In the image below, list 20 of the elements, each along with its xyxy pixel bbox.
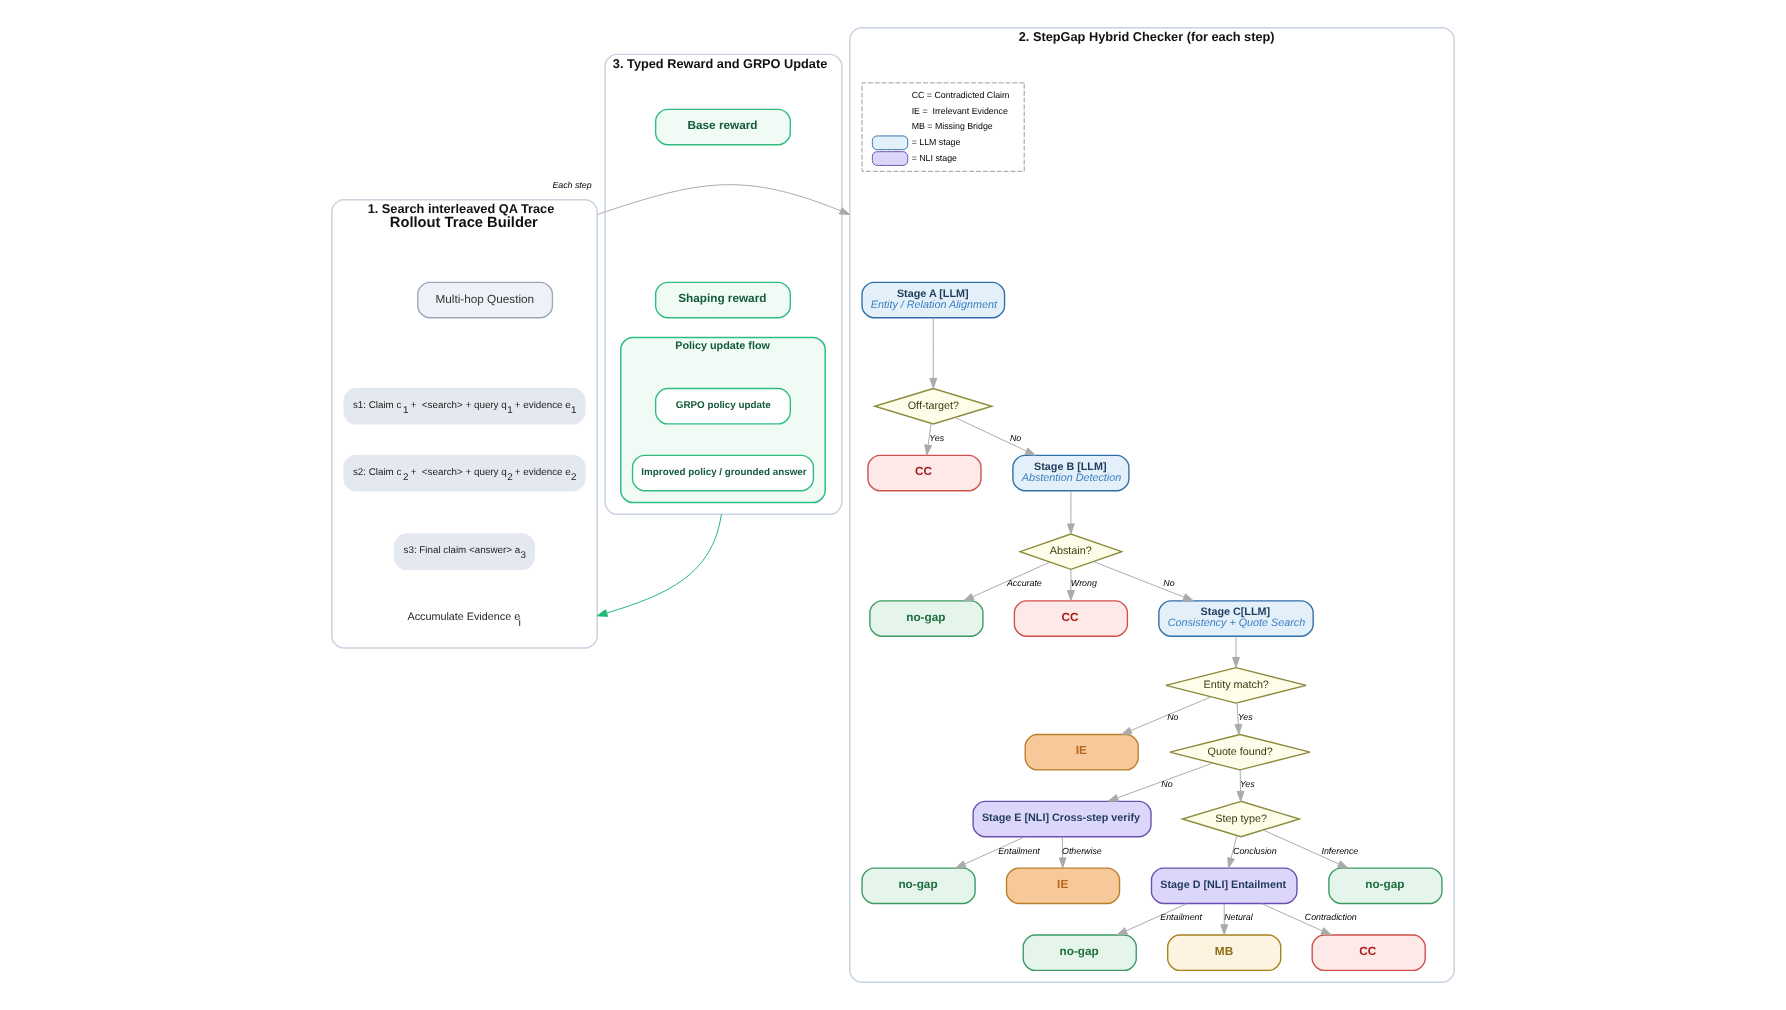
- arrow: [1227, 835, 1238, 869]
- arrow: [1093, 561, 1194, 602]
- arrow: [1220, 903, 1229, 936]
- arrow: [1066, 569, 1075, 601]
- arrow: [1234, 702, 1243, 735]
- arrow: [1262, 829, 1349, 869]
- arrow: [1232, 636, 1240, 668]
- arrow: [1261, 903, 1332, 936]
- arrow: [954, 417, 1036, 456]
- arrow: [1066, 490, 1075, 535]
- arrow: [963, 561, 1051, 602]
- arrow: [596, 513, 722, 617]
- arrow: [1116, 903, 1188, 936]
- arrow: [924, 423, 932, 456]
- arrow: [955, 836, 1026, 869]
- arrow: [1121, 696, 1212, 735]
- arrow: [1236, 769, 1245, 802]
- arrow: [1107, 762, 1214, 802]
- arrow: [929, 317, 938, 389]
- arrow: [596, 184, 851, 216]
